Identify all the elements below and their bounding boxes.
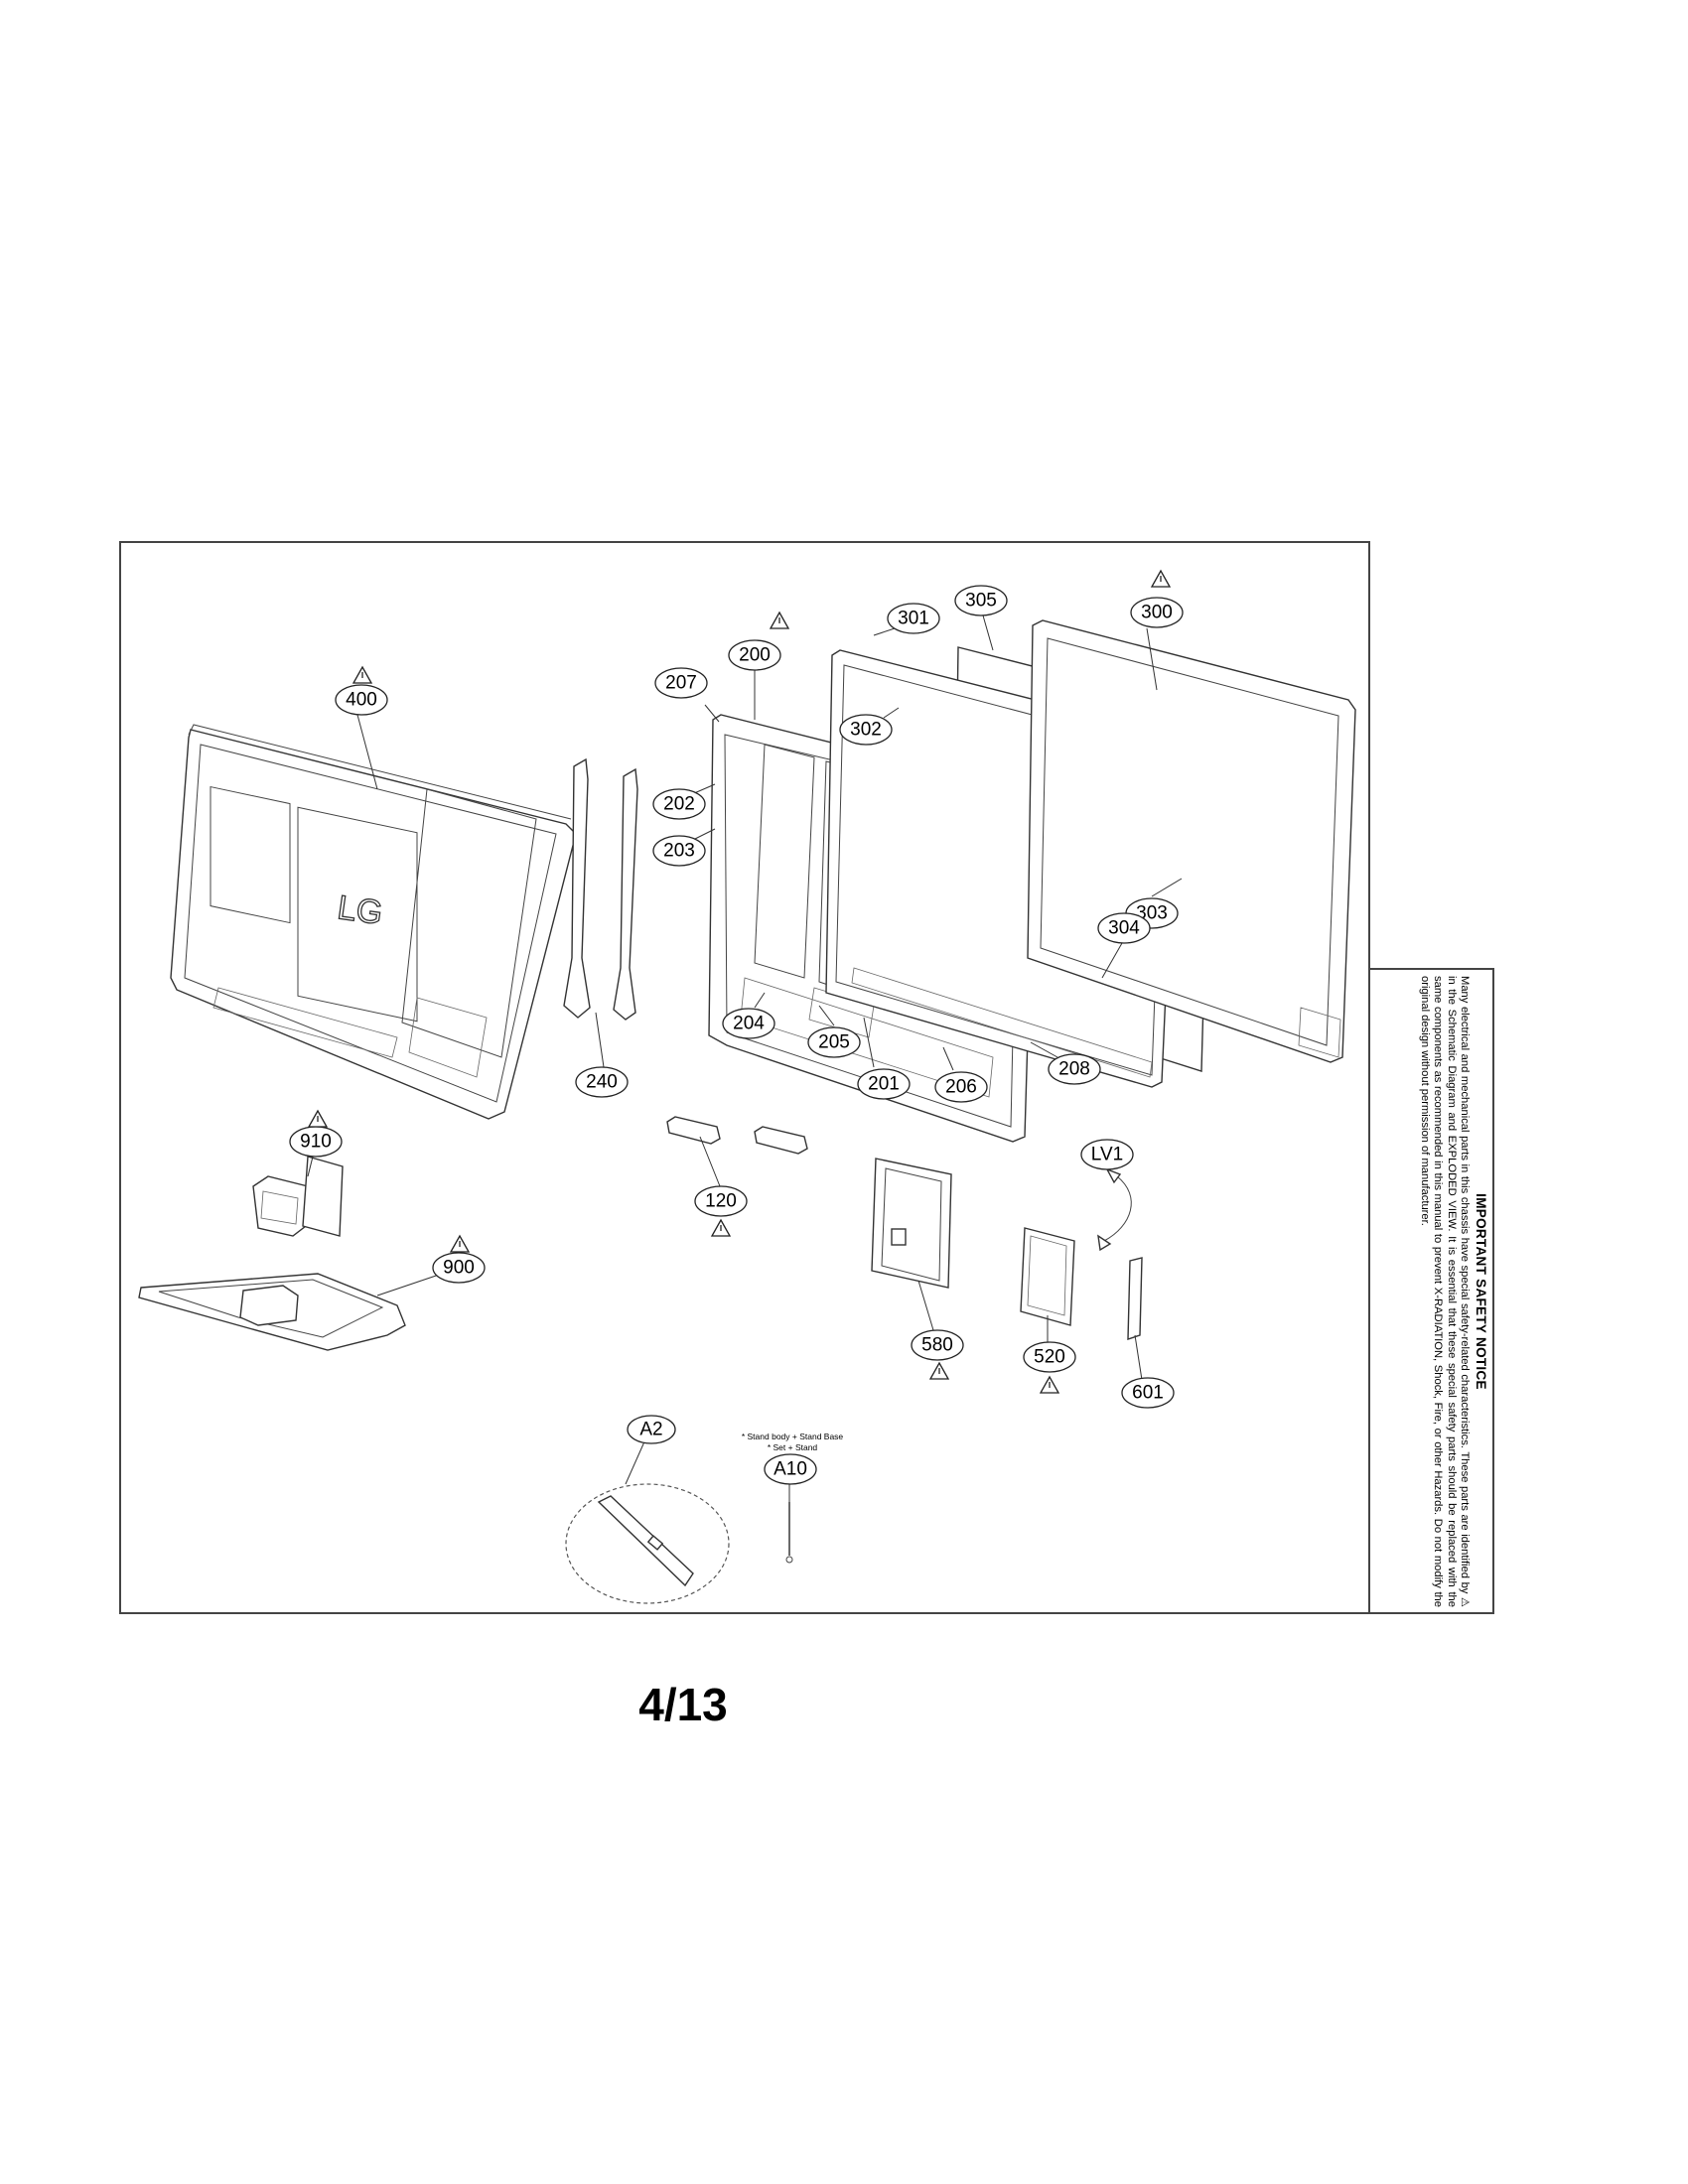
callout-208: 208 bbox=[1048, 1053, 1101, 1085]
callout-910: 910 bbox=[289, 1126, 343, 1158]
svg-text:207: 207 bbox=[665, 673, 697, 694]
exploded-view-diagram: LG bbox=[138, 569, 1356, 1604]
callout-201: 201 bbox=[857, 1068, 911, 1100]
svg-text:240: 240 bbox=[586, 1072, 618, 1093]
warning-triangle-icon bbox=[928, 1361, 950, 1380]
svg-text:120: 120 bbox=[705, 1191, 737, 1212]
diagram-frame bbox=[119, 541, 1370, 1614]
callout-205: 205 bbox=[807, 1026, 861, 1058]
back-cover-logo: LG bbox=[335, 888, 384, 932]
front-bezel-part bbox=[1027, 619, 1356, 1063]
warning-triangle-icon bbox=[710, 1218, 732, 1237]
callout-302: 302 bbox=[839, 714, 893, 746]
svg-text:A2: A2 bbox=[639, 1420, 662, 1440]
svg-text:305: 305 bbox=[965, 591, 997, 612]
svg-text:201: 201 bbox=[868, 1074, 900, 1095]
callout-207: 207 bbox=[654, 667, 708, 699]
callout-a10: A10 bbox=[764, 1453, 817, 1485]
lvds-cable-part bbox=[1097, 1167, 1132, 1252]
speakers-part bbox=[666, 1116, 808, 1155]
callout-400: 400 bbox=[335, 684, 388, 716]
warning-triangle-icon bbox=[352, 665, 373, 684]
svg-text:204: 204 bbox=[733, 1014, 765, 1034]
callout-520: 520 bbox=[1023, 1341, 1076, 1373]
callout-200: 200 bbox=[728, 639, 781, 671]
warning-triangle-icon bbox=[1039, 1375, 1060, 1394]
callout-120: 120 bbox=[694, 1185, 748, 1217]
svg-text:400: 400 bbox=[346, 690, 377, 711]
safety-notice-body: Many electrical and mechanical parts in … bbox=[1418, 975, 1472, 1607]
callout-206: 206 bbox=[934, 1071, 988, 1103]
callout-304: 304 bbox=[1097, 912, 1151, 944]
callout-900: 900 bbox=[432, 1252, 486, 1284]
screw-part bbox=[785, 1502, 793, 1564]
callout-203: 203 bbox=[652, 835, 706, 867]
callout-240: 240 bbox=[575, 1066, 629, 1098]
callout-204: 204 bbox=[722, 1008, 775, 1039]
svg-text:202: 202 bbox=[663, 794, 695, 815]
svg-text:208: 208 bbox=[1058, 1059, 1090, 1080]
svg-text:300: 300 bbox=[1141, 603, 1173, 623]
svg-text:A10: A10 bbox=[774, 1459, 807, 1480]
svg-text:910: 910 bbox=[300, 1132, 332, 1153]
safety-notice-box: IMPORTANT SAFETY NOTICE Many electrical … bbox=[1370, 968, 1494, 1614]
svg-text:301: 301 bbox=[898, 609, 929, 629]
stand-note-line1: * Stand body + Stand Base bbox=[742, 1432, 844, 1441]
svg-text:601: 601 bbox=[1132, 1383, 1164, 1404]
svg-text:205: 205 bbox=[818, 1032, 850, 1053]
warning-triangle-icon bbox=[307, 1109, 329, 1128]
svg-text:520: 520 bbox=[1034, 1347, 1065, 1368]
power-board-part bbox=[1020, 1227, 1075, 1326]
svg-text:304: 304 bbox=[1108, 918, 1140, 939]
safety-notice-title: IMPORTANT SAFETY NOTICE bbox=[1473, 1192, 1488, 1390]
remote-part bbox=[565, 1483, 730, 1604]
svg-text:900: 900 bbox=[443, 1258, 475, 1279]
warning-triangle-icon bbox=[449, 1234, 471, 1253]
svg-text:580: 580 bbox=[921, 1335, 953, 1356]
svg-text:302: 302 bbox=[850, 720, 882, 741]
stand-note-line2: * Set + Stand bbox=[768, 1442, 818, 1452]
back-cover-part: LG bbox=[170, 724, 577, 1120]
ir-board-part bbox=[1127, 1257, 1143, 1340]
callout-a2: A2 bbox=[627, 1415, 676, 1444]
svg-text:206: 206 bbox=[945, 1077, 977, 1098]
warning-triangle-icon bbox=[769, 611, 790, 629]
page-number: 4/13 bbox=[638, 1679, 728, 1730]
callout-300: 300 bbox=[1130, 597, 1184, 628]
callout-580: 580 bbox=[911, 1329, 964, 1361]
svg-text:200: 200 bbox=[739, 645, 771, 666]
callout-202: 202 bbox=[652, 788, 706, 820]
main-board-part bbox=[871, 1158, 952, 1289]
stand-neck-part bbox=[252, 1156, 344, 1237]
callout-601: 601 bbox=[1121, 1377, 1175, 1409]
callout-lv1: LV1 bbox=[1080, 1139, 1134, 1170]
warning-triangle-icon bbox=[1150, 569, 1172, 588]
callout-305: 305 bbox=[954, 585, 1008, 616]
side-brackets-part bbox=[563, 757, 638, 1021]
stand-base-part bbox=[138, 1273, 406, 1351]
callout-301: 301 bbox=[887, 603, 940, 634]
safety-notice-content: IMPORTANT SAFETY NOTICE Many electrical … bbox=[1376, 975, 1488, 1607]
svg-text:203: 203 bbox=[663, 841, 695, 862]
svg-text:LV1: LV1 bbox=[1091, 1145, 1123, 1165]
